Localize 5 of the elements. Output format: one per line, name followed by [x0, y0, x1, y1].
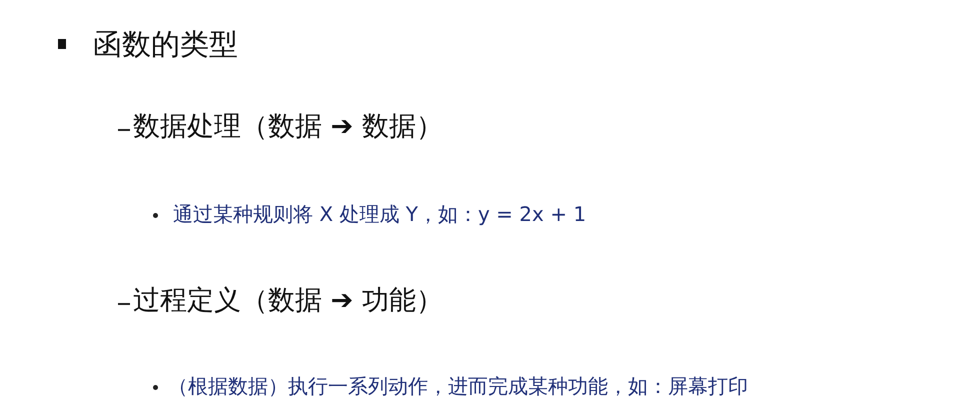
bullet-text: 过程定义（数据 ➔ 功能）	[133, 285, 443, 318]
sub-bullet-text: 通过某种规则将 X 处理成 Y，如：y = 2x + 1	[173, 202, 586, 226]
sub-bullet-text: （根据数据）执行一系列动作，进而完成某种功能，如：屏幕打印	[168, 374, 748, 398]
bullet-text: 数据处理（数据 ➔ 数据）	[133, 111, 443, 144]
slide-heading: 函数的类型	[93, 27, 238, 62]
